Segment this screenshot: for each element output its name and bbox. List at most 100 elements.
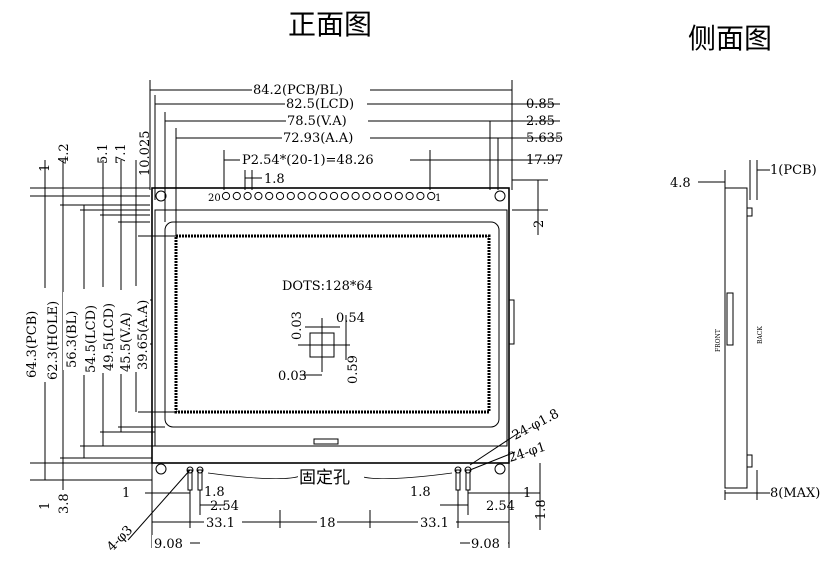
dim-pcb-width: 84.2(PCB/BL) <box>253 83 343 98</box>
dim-va-width: 78.5(V.A) <box>287 114 347 129</box>
dim-r-5-635: 5.635 <box>526 131 563 146</box>
dim-br-33-1: 33.1 <box>420 516 449 531</box>
dim-br-1: 1 <box>523 486 531 501</box>
side-back-label: BACK <box>757 326 764 344</box>
dot-size-h: 0.54 <box>336 311 365 326</box>
dim-br-1-8: 1.8 <box>410 485 431 500</box>
mount-hole-tl <box>155 190 167 202</box>
pin-pad <box>373 191 382 201</box>
dim-t1: 1 <box>38 164 53 172</box>
dim-aa-width: 72.93(A.A) <box>283 131 353 146</box>
holes-left-label: 4-φ3 <box>104 523 136 555</box>
dim-bl-height: 56.3(BL) <box>65 311 80 368</box>
dim-va-height: 45.5(V.A) <box>119 312 134 372</box>
pin-pad <box>232 191 241 201</box>
side-dim-pcb: 1(PCB) <box>770 163 817 178</box>
side-slot <box>726 292 734 346</box>
right-tab <box>508 299 515 345</box>
dim-b1: 1 <box>38 502 53 510</box>
dim-r-0-85: 0.85 <box>526 97 555 112</box>
mount-hole-tr <box>494 190 506 202</box>
fix-pin-r1 <box>454 466 462 474</box>
dim-r-2-85: 2.85 <box>526 114 555 129</box>
dim-pin-width: 1.8 <box>264 172 285 187</box>
active-area <box>174 234 491 414</box>
dim-lcd-width: 82.5(LCD) <box>286 97 354 112</box>
pin-pad <box>427 191 436 201</box>
pin-pad <box>265 191 274 201</box>
lcd-seal <box>313 438 339 445</box>
dim-t2: 4.2 <box>57 143 72 164</box>
bottom-dimensions: 固定孔 4-φ3 24-φ1.8 24-φ1 1 1.8 2.54 33.1 1… <box>104 406 561 554</box>
mount-hole-bl <box>155 463 167 475</box>
mount-hole-br <box>494 463 506 475</box>
side-pin-bottom <box>746 454 753 468</box>
pin-pad <box>319 191 328 201</box>
dot-size-v: 0.59 <box>346 355 361 384</box>
pin-pad <box>351 191 360 201</box>
side-front-label: FRONT <box>715 329 722 352</box>
dot-gap-v: 0.03 <box>290 311 305 340</box>
side-body <box>724 187 748 489</box>
dim-bl-9-08: 9.08 <box>154 537 183 552</box>
dim-bl-2-54: 2.54 <box>210 499 239 514</box>
pin-pad <box>362 191 371 201</box>
fixing-hole-label: 固定孔 <box>299 468 350 488</box>
pin-pad <box>405 191 414 201</box>
dim-bl-33-1: 33.1 <box>206 516 235 531</box>
pcb-outline <box>151 187 510 464</box>
dim-bl-1: 1 <box>122 486 130 501</box>
pin-pad <box>221 191 231 201</box>
pin-last-label: 1 <box>435 193 441 204</box>
dim-t3: 5.1 <box>96 143 111 164</box>
dim-br-v-1-8: 1.8 <box>534 499 549 520</box>
pin-pad <box>275 191 285 201</box>
fix-arrow-left <box>207 472 301 480</box>
dim-hole-height: 62.3(HOLE) <box>46 301 61 380</box>
holes-r1-label: 24-φ1.8 <box>510 406 562 443</box>
fix-pin-l2 <box>196 466 204 474</box>
dim-pcb-height: 64.3(PCB) <box>25 311 40 378</box>
dim-lcd-height-2: 49.5(LCD) <box>102 303 117 371</box>
fix-pin-l1 <box>186 466 194 474</box>
pin-pad <box>243 191 252 201</box>
side-view: 4.8 1(PCB) 8(MAX) FRONT BACK <box>670 160 820 501</box>
dim-t4: 7.1 <box>114 143 129 164</box>
pin-pad <box>340 191 349 201</box>
top-dimensions: 84.2(PCB/BL) 82.5(LCD) 78.5(V.A) 72.93(A… <box>149 80 563 236</box>
side-view-title: 侧面图 <box>688 22 772 55</box>
dot-gap-h: 0.03 <box>278 369 307 384</box>
dim-b2: 3.8 <box>57 493 72 514</box>
lcd-outline <box>154 209 508 447</box>
pin-pad <box>254 191 263 201</box>
dots-label: DOTS:128*64 <box>282 279 373 294</box>
dim-pin-pitch: P2.54*(20-1)=48.26 <box>242 153 374 168</box>
dim-t5: 10.025 <box>138 131 153 177</box>
pin-first-label: 20 <box>208 193 221 204</box>
side-pin-top <box>746 207 753 217</box>
pin-pad <box>394 191 403 201</box>
pin-pad <box>308 191 317 201</box>
fix-arrow-right <box>359 472 453 480</box>
front-view-title: 正面图 <box>288 8 372 41</box>
dim-br-2-54: 2.54 <box>486 499 515 514</box>
left-dimensions: 1 4.2 5.1 7.1 10.025 64.3(PCB) 62.3(HOLE… <box>23 131 176 514</box>
dim-center-18: 18 <box>319 516 336 531</box>
pin-pad <box>383 191 393 201</box>
dim-br-9-08: 9.08 <box>471 537 500 552</box>
dim-r-2: 2 <box>532 220 547 228</box>
dim-r-17-97: 17.97 <box>526 153 563 168</box>
pin-pad <box>297 191 306 201</box>
connector-pins <box>221 191 436 201</box>
side-dim-4-8: 4.8 <box>670 176 691 191</box>
pin-pad <box>416 191 425 201</box>
dim-bl-1-8: 1.8 <box>204 485 225 500</box>
holes-r2-label: 24-φ1 <box>507 440 548 466</box>
dim-aa-height: 39.65(A.A) <box>136 300 151 370</box>
front-view: 20 1 <box>146 187 515 491</box>
viewing-area <box>164 221 500 428</box>
dot-detail: DOTS:128*64 0.03 0.54 0.59 0.03 <box>278 279 373 384</box>
dim-lcd-height-1: 54.5(LCD) <box>84 305 99 373</box>
side-dim-max: 8(MAX) <box>770 486 820 501</box>
